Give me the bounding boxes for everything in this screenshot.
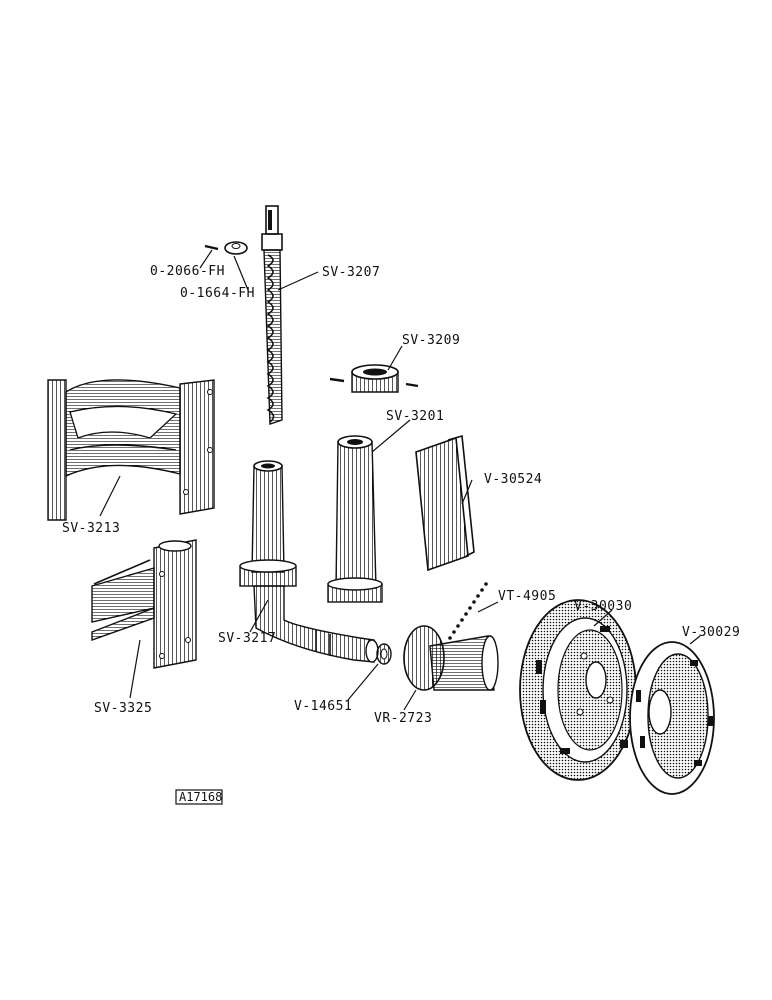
part-v-14651-washer — [376, 643, 392, 665]
label-vt-4905: VT-4905 — [498, 589, 556, 604]
label-sv-3213: SV-3213 — [62, 521, 120, 536]
part-sv-3207-threaded-shaft — [261, 205, 283, 425]
part-sv-3201-tube — [327, 435, 383, 603]
reference-code-box: A17168 — [175, 789, 223, 805]
part-v-30029-disc — [629, 641, 715, 795]
label-0-1664-fh: 0-1664-FH — [180, 286, 255, 301]
part-sv-3325-bracket — [91, 539, 197, 669]
part-sv-3213-bracket — [47, 379, 215, 521]
part-v-30524-curved-plate — [415, 434, 475, 572]
leader-lines — [99, 249, 701, 711]
label-0-2066-fh: 0-2066-FH — [150, 264, 225, 279]
part-sv-3217-elbow-shaft — [239, 460, 379, 663]
part-vr-2723-hub — [403, 625, 499, 691]
label-sv-3207: SV-3207 — [322, 265, 380, 280]
label-sv-3201: SV-3201 — [386, 409, 444, 424]
part-v-30030-disc — [519, 599, 637, 781]
label-v-14651: V-14651 — [294, 699, 352, 714]
part-0-1664-fh-nut — [224, 241, 248, 255]
label-v-30524: V-30524 — [484, 472, 542, 487]
label-sv-3217: SV-3217 — [218, 631, 276, 646]
label-vr-2723: VR-2723 — [374, 711, 432, 726]
label-sv-3325: SV-3325 — [94, 701, 152, 716]
label-sv-3209: SV-3209 — [402, 333, 460, 348]
part-sv-3209-collar — [329, 364, 419, 393]
label-v-30030: V-30030 — [574, 599, 632, 614]
part-0-2066-fh-pin — [204, 244, 219, 251]
reference-code: A17168 — [179, 790, 222, 804]
part-vt-4905-balls — [448, 582, 488, 640]
label-v-30029: V-30029 — [682, 625, 740, 640]
